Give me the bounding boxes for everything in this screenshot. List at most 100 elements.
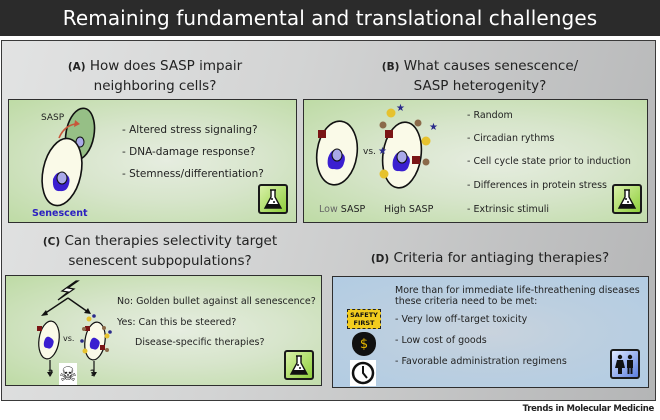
senescent-cell-diagram [41,107,96,207]
safety-first-icon: SAFETY FIRST [347,309,381,329]
sasp-factor-yellow [379,169,389,179]
panel-b-item: - Differences in protein stress [467,180,607,191]
people-icon [610,349,640,379]
sasp-star: ★ [396,103,405,114]
sasp-arrow-head [74,120,80,127]
low-sasp-suffix: SASP [340,204,366,215]
low-sasp-prefix: Low [319,204,338,215]
panel-a-tag: (A) [67,61,86,73]
question-mark-left: ? [48,369,54,379]
sasp-factor-star [108,330,112,334]
target-marker [37,326,42,331]
senescent-label: Senescent [32,208,88,219]
target-marker [85,326,90,331]
question-mark-right: ? [90,369,96,379]
skull-crossbones-icon: ☠ [59,362,77,386]
flask-icon [612,184,642,214]
target-nucleus-left [43,336,54,349]
arrow-head [47,372,53,377]
low-sasp-label: Low SASP [319,204,365,215]
panel-c-item: Yes: Can this be steered? [117,317,237,328]
arrow-head [41,310,48,316]
sasp-factor-brown [82,327,86,331]
safety-line2: FIRST [353,319,375,327]
sasp-star: ★ [378,146,387,157]
panel-d-item: - Favorable administration regimens [395,356,567,367]
sasp-factor-star [80,339,84,343]
sasp-factor-yellow [82,348,88,354]
sasp-factor-star [92,314,96,318]
sasp-factor-brown [422,158,430,166]
low-sasp-nucleolus [331,148,343,162]
panel-d-item: - Very low off-target toxicity [395,314,528,325]
sasp-factor-brown [379,121,387,129]
journal-footer: Trends in Molecular Medicine [522,404,655,414]
safety-line1: SAFETY [350,311,378,319]
senescent-nucleolus [56,171,68,185]
money-symbol: $ [359,337,369,352]
panel-d-box: More than for immediate life-threathenin… [332,276,649,388]
panel-d-intro: More than for immediate life-threathenin… [395,285,640,307]
sasp-arrow [58,123,76,139]
money-bag-icon: $ [352,332,376,356]
panel-a-item: - Stemness/differentiation? [122,168,264,180]
sasp-label: SASP [41,113,65,123]
high-sasp-marker [412,156,420,164]
panel-a-box: SASP Senescent - Altered stress signalin… [8,99,297,223]
sasp-factor-yellow [104,333,110,339]
panel-d-item: - Low cost of goods [395,335,487,346]
panel-b-box: ★ ★ ★ vs. Low SASP High SASP - Random - … [303,99,648,223]
panel-c-title: (C) Can therapies selectivity target sen… [40,232,280,271]
vs-label: vs. [63,334,75,343]
panel-b-item: - Random [467,110,513,121]
panel-a-title-line2: neighboring cells? [93,78,217,94]
panel-b-item: - Extrinsic stimuli [467,204,550,215]
panel-b-title-line1: What causes senescence/ [403,58,579,74]
panel-d-title-line1: Criteria for antiaging therapies? [393,250,610,266]
panel-b-item: - Cell cycle state prior to induction [467,156,631,167]
low-sasp-marker [318,130,326,138]
panel-a-title: (A) How does SASP impair neighboring cel… [40,57,270,96]
target-marker [100,345,105,350]
panel-b-title-line2: SASP heterogenity? [413,78,547,94]
panel-d-tag: (D) [370,253,390,265]
sasp-factor-yellow [421,136,431,146]
arrow-head [91,372,97,377]
sasp-factor-yellow [386,108,396,118]
figure-title: Remaining fundamental and translational … [0,0,660,36]
sasp-star: ★ [429,122,438,133]
panel-d-title: (D) Criteria for antiaging therapies? [370,249,610,269]
panel-b-title: (B) What causes senescence/ SASP heterog… [370,57,590,96]
high-sasp-label: High SASP [384,204,434,215]
panel-c-tag: (C) [42,236,61,248]
sasp-factor-brown [102,326,106,330]
low-vs-high-sasp-diagram: ★ ★ ★ [315,103,438,189]
sasp-factor-yellow [86,316,92,322]
panel-d-intro-line1: More than for immediate life-threathenin… [395,285,640,296]
branch-arrow-left [43,297,69,315]
panel-c-title-line2: senescent subpopulations? [68,253,252,269]
high-sasp-nucleolus [396,150,408,164]
sasp-factor-brown [105,348,109,352]
branch-arrow-right [67,297,89,313]
panel-a-item: - Altered stress signaling? [122,124,258,136]
vs-label: vs. [363,147,376,157]
panel-a-item: - DNA-damage response? [122,146,256,158]
clock-icon [350,360,376,386]
flask-icon [284,350,314,380]
lightning-icon [57,280,80,301]
sasp-factor-brown [414,119,422,127]
panel-d-intro-line2: these criteria need to be met: [395,296,538,307]
panel-b-item: - Circadian rythms [467,133,555,144]
panel-c-item: Disease-specific therapies? [135,337,265,348]
panel-b-tag: (B) [381,61,400,73]
high-sasp-marker [385,130,393,138]
panel-c-box: vs. ? ☠ ? No: Golden bullet against all … [5,275,322,386]
arrow-head [84,308,91,314]
panel-c-title-line1: Can therapies selectivity target [64,233,278,249]
flask-icon [258,184,288,214]
panel-c-item: No: Golden bullet against all senescence… [117,296,316,307]
target-nucleus-right [89,337,100,350]
panel-a-title-line1: How does SASP impair [89,58,243,74]
targeting-diagram [37,280,112,377]
